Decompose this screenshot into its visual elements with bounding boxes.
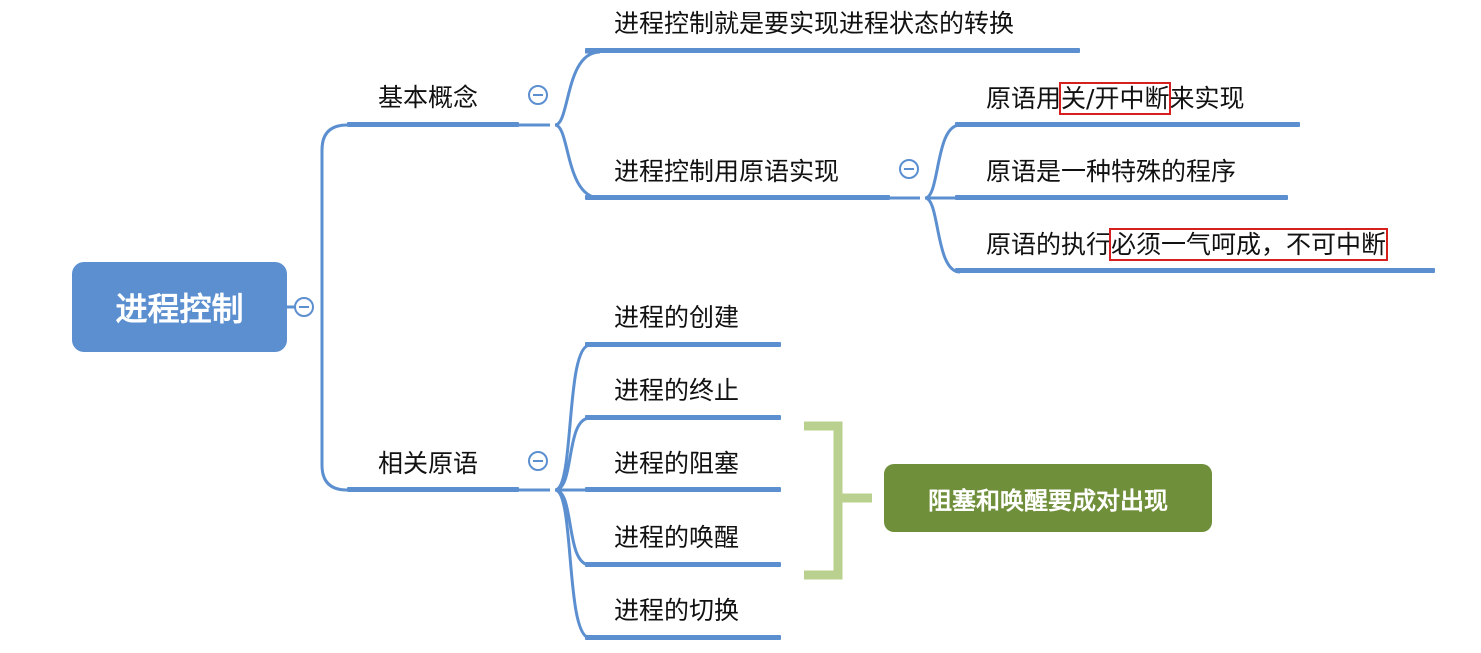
highlight-atomic: 必须一气呵成，不可中断	[1109, 228, 1389, 261]
connector-related	[517, 343, 591, 640]
node-atomic[interactable]: 原语的执行必须一气呵成，不可中断	[986, 228, 1389, 261]
node-wakeup[interactable]: 进程的唤醒	[614, 523, 740, 552]
related-collapse-icon[interactable]	[528, 451, 548, 471]
concepts-collapse-icon[interactable]	[528, 85, 548, 105]
root-node[interactable]: 进程控制	[72, 262, 287, 352]
highlight-interrupt: 关/开中断	[1059, 82, 1172, 115]
node-atomic-underline	[955, 268, 1435, 273]
node-concepts[interactable]: 基本概念	[378, 83, 479, 112]
node-state-transition[interactable]: 进程控制就是要实现进程状态的转换	[614, 9, 1015, 38]
node-primitive-impl-underline	[585, 195, 890, 200]
node-interrupt[interactable]: 原语用关/开中断来实现	[986, 82, 1245, 115]
node-interrupt-underline	[955, 122, 1300, 127]
connector-primitive-impl	[888, 123, 961, 274]
node-related[interactable]: 相关原语	[378, 449, 479, 478]
node-special-program-underline	[955, 195, 1288, 200]
node-terminate-underline	[585, 415, 781, 420]
connector-concepts	[517, 50, 601, 200]
node-terminate[interactable]: 进程的终止	[614, 376, 740, 405]
node-related-underline	[347, 487, 519, 492]
primitive-impl-collapse-icon[interactable]	[899, 159, 919, 179]
node-interrupt-text-after: 来实现	[1169, 84, 1245, 113]
node-switch[interactable]: 进程的切换	[614, 596, 740, 625]
node-atomic-text-before: 原语的执行	[986, 230, 1112, 259]
pairing-bracket	[804, 421, 872, 580]
node-wakeup-underline	[585, 562, 781, 567]
node-create-underline	[585, 342, 781, 347]
pairing-callout[interactable]: 阻塞和唤醒要成对出现	[884, 464, 1212, 532]
node-block[interactable]: 进程的阻塞	[614, 449, 740, 478]
root-collapse-icon[interactable]	[294, 297, 314, 317]
node-state-transition-underline	[585, 48, 1080, 53]
node-interrupt-text-before: 原语用	[986, 84, 1062, 113]
node-create[interactable]: 进程的创建	[614, 303, 740, 332]
node-special-program[interactable]: 原语是一种特殊的程序	[986, 157, 1237, 186]
node-switch-underline	[585, 635, 781, 640]
node-block-underline	[585, 487, 781, 492]
node-primitive-impl[interactable]: 进程控制用原语实现	[614, 157, 840, 186]
node-concepts-underline	[347, 122, 519, 127]
